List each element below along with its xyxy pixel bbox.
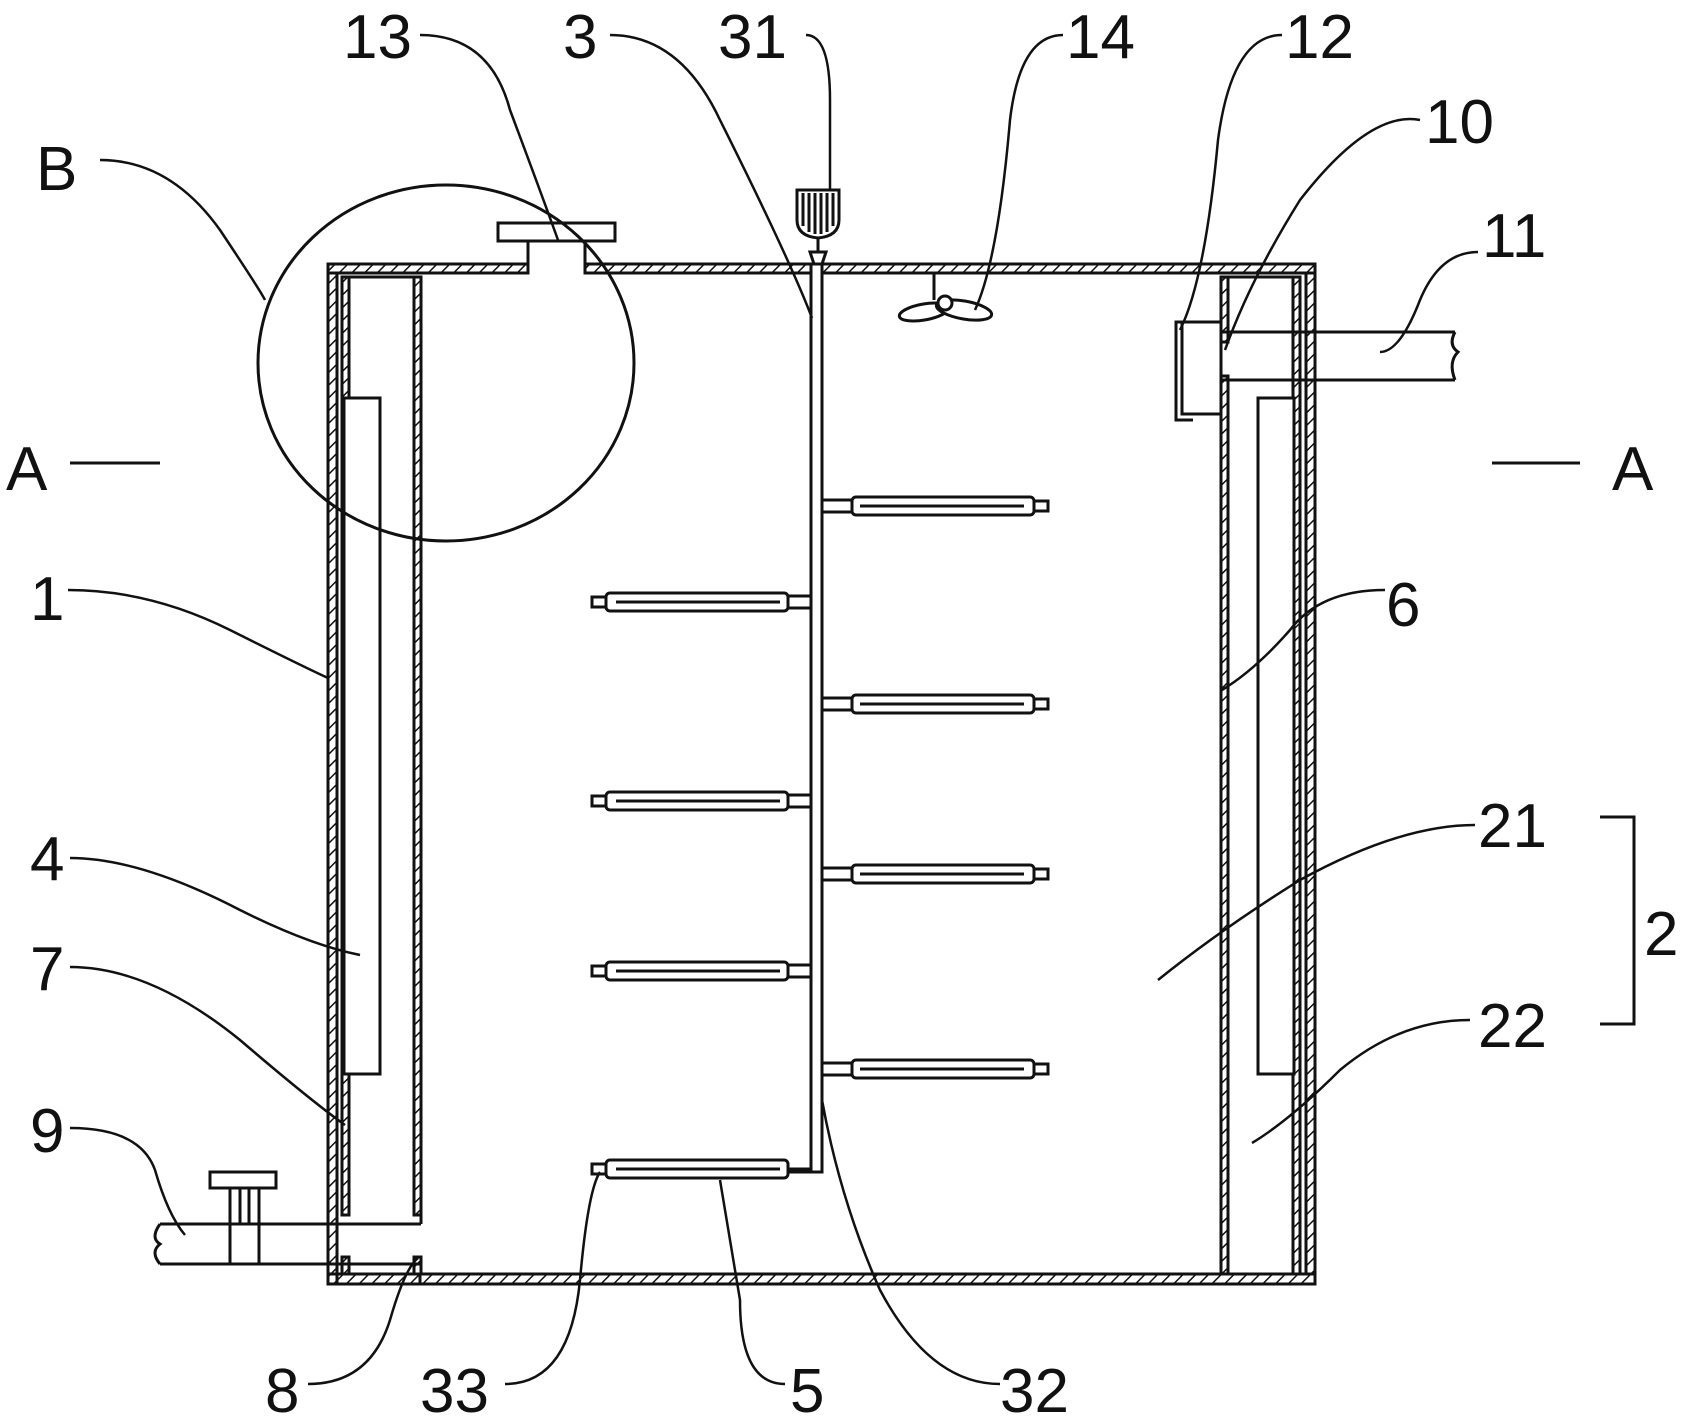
- label-blade: 33: [420, 1357, 489, 1426]
- blade-left-1: [590, 591, 813, 613]
- label-drain-valve: 9: [30, 1097, 64, 1166]
- labels: 13 3 31 14 12 10 11 B A A 1 6 21 2 22 4 …: [6, 3, 1678, 1426]
- blade-bottom-scraper: [590, 1158, 822, 1180]
- label-shaft: 32: [1000, 1357, 1069, 1426]
- blade-left-3: [590, 960, 813, 982]
- heater-left: [342, 396, 382, 1076]
- leader-lines: [67, 33, 1479, 1386]
- detail-circle-b: [256, 183, 636, 543]
- heater-right: [1256, 396, 1296, 1076]
- fan: [897, 273, 994, 323]
- inlet-hook: [1174, 320, 1221, 422]
- label-inner-wall: 6: [1386, 571, 1420, 640]
- label-top-port: 13: [343, 3, 412, 72]
- blade-right-3: [820, 863, 1050, 885]
- label-inner-chamber: 21: [1478, 792, 1547, 861]
- label-tank-body: 2: [1644, 900, 1678, 969]
- drain-pipe: [153, 1215, 423, 1274]
- label-jacket-chamber: 22: [1478, 992, 1547, 1061]
- label-jacket-wall: 7: [30, 935, 64, 1004]
- drain-valve: [208, 1170, 278, 1264]
- label-motor: 31: [718, 3, 787, 72]
- blade-right-1: [820, 495, 1050, 517]
- bracket-2: [1600, 815, 1636, 1026]
- label-detail-b: B: [36, 135, 77, 204]
- label-scraper: 5: [790, 1357, 824, 1426]
- label-fan: 14: [1066, 3, 1135, 72]
- label-heater: 4: [30, 825, 64, 894]
- blade-left-2: [590, 790, 813, 812]
- top-port: [496, 221, 617, 273]
- blade-right-4: [820, 1058, 1050, 1080]
- agitator-shaft: [809, 262, 824, 1174]
- label-inlet-end: 11: [1482, 202, 1546, 271]
- label-inlet-pipe: 10: [1425, 88, 1494, 157]
- blade-right-2: [820, 693, 1050, 715]
- label-inlet-hook: 12: [1285, 3, 1354, 72]
- label-section-right: A: [1612, 435, 1654, 504]
- label-section-left: A: [6, 435, 48, 504]
- label-tank-shell: 1: [30, 565, 64, 634]
- agitator-blades: [590, 495, 1050, 1180]
- label-agitator: 3: [563, 3, 597, 72]
- inlet-pipe: [1219, 330, 1461, 382]
- motor: [795, 188, 841, 266]
- label-drain-pipe: 8: [265, 1357, 299, 1426]
